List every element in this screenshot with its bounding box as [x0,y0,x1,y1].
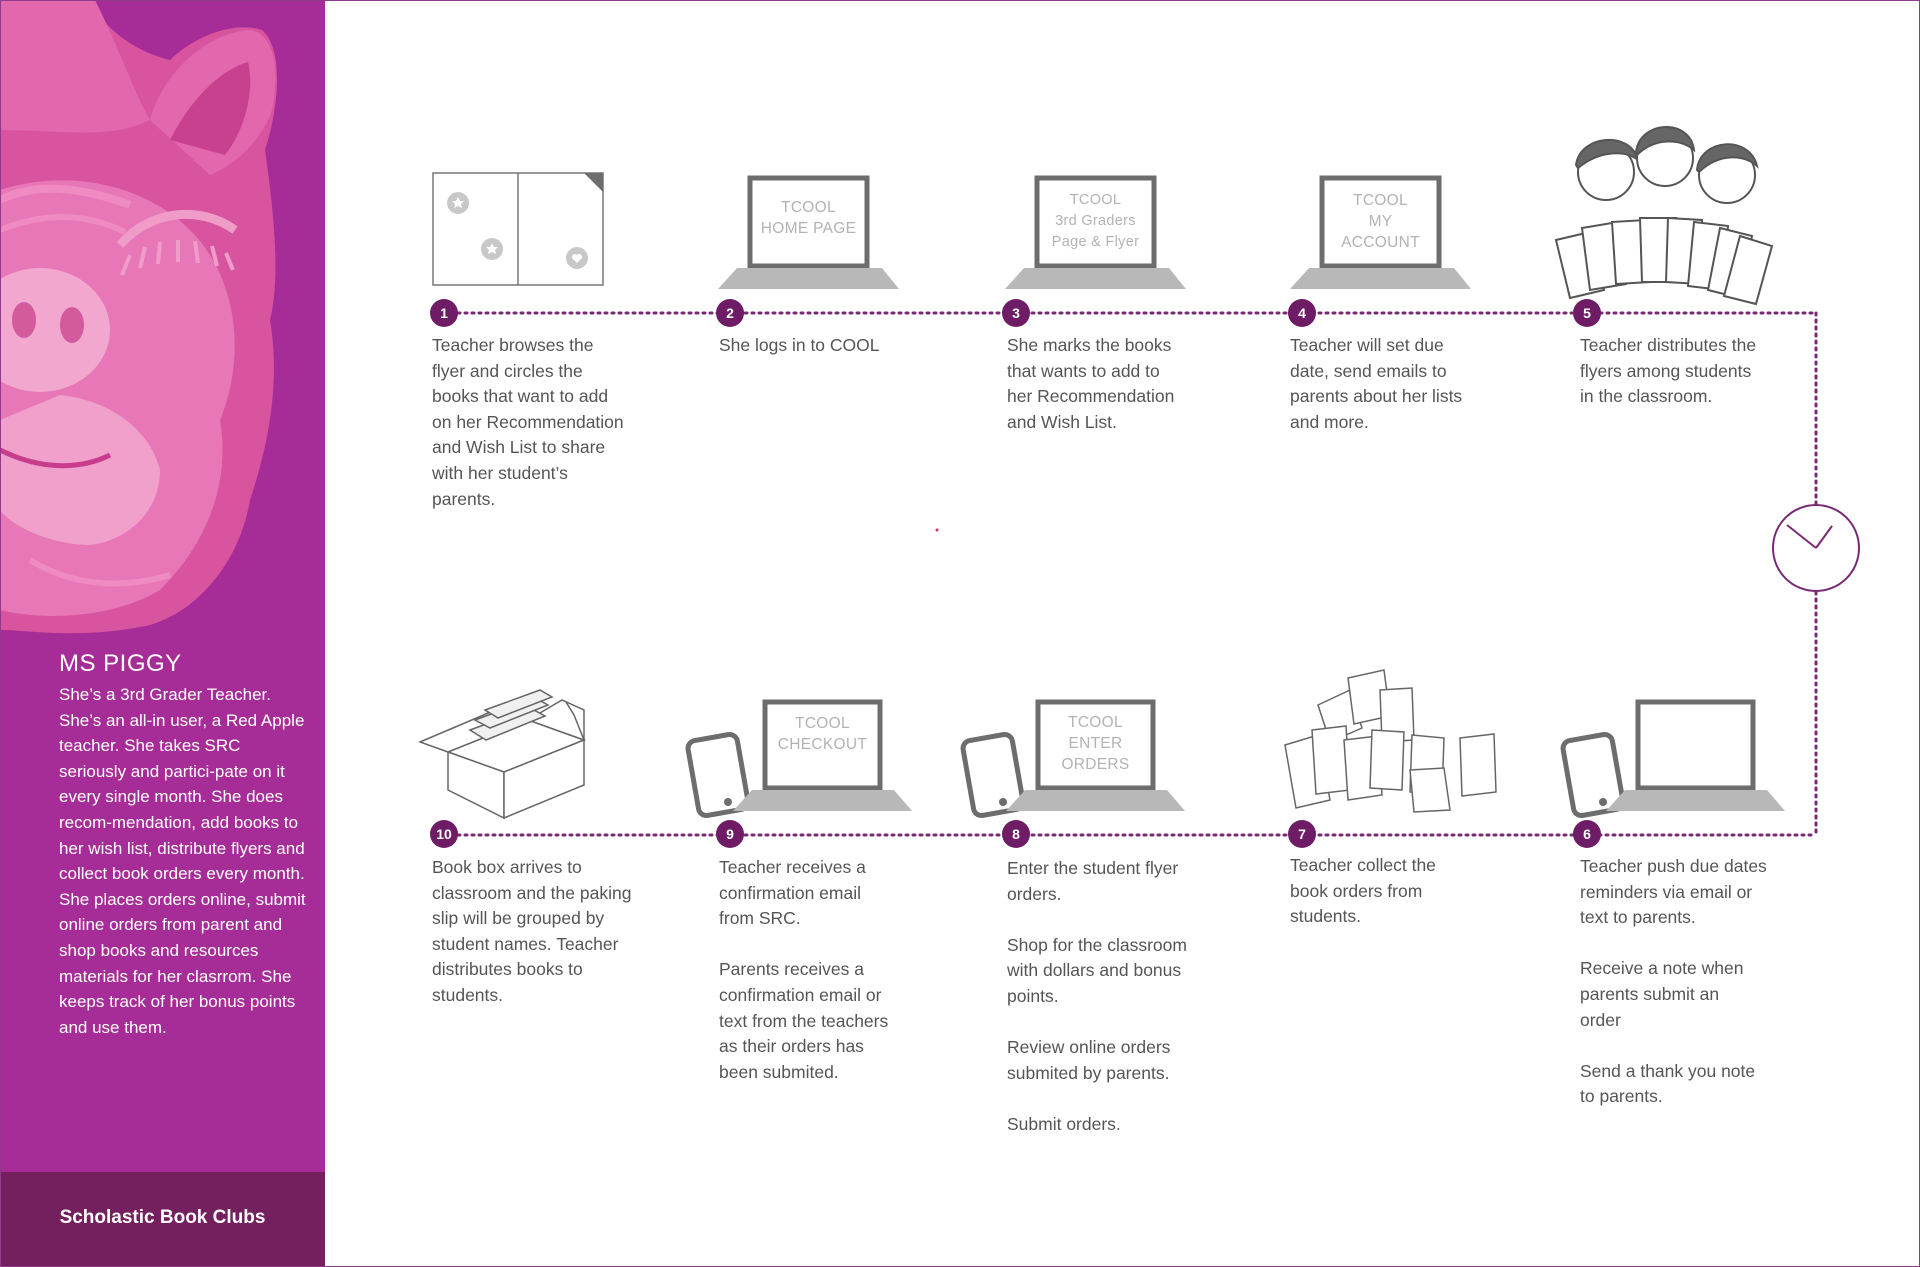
persona-sidebar: MS PIGGY She’s a 3rd Grader Teacher. She… [0,0,325,1267]
phone-icon [685,732,751,818]
stray-dot [935,528,939,532]
phone-icon [1560,732,1626,818]
step-number-9: 9 [716,820,744,848]
persona-card: MS PIGGY She’s a 3rd Grader Teacher. She… [59,650,309,1040]
laptop-icon [733,699,912,811]
brand-name: Scholastic Book Clubs [59,1207,266,1228]
step-number-3: 3 [1002,299,1030,327]
step-number-7: 7 [1288,820,1316,848]
step-6-text: Teacher push due dates reminders via ema… [1580,856,1767,1107]
step-number-1: 1 [430,299,458,327]
screen-label-checkout: TCOOL CHECKOUT [777,715,868,753]
screen-label-graders-page: TCOOL 3rd Graders Page & Flyer [1051,192,1140,250]
step-number-2: 2 [716,299,744,327]
step-2-text: She logs in to COOL [719,335,880,355]
clock-icon [1772,504,1860,592]
brand-footer [0,1172,325,1267]
laptop-icon [1006,699,1185,811]
screen-label-my-account: TCOOL MY ACCOUNT [1341,192,1420,251]
book-box-icon [417,689,587,820]
persona-description: She’s a 3rd Grader Teacher. She’s an all… [59,685,306,1037]
ms-piggy-illustration [0,0,278,634]
timeline-path [456,311,1818,837]
step-8-text: Enter the student flyer orders. Shop for… [1007,858,1187,1134]
step-number-4: 4 [1288,299,1316,327]
step-9-text: Teacher receives a confirmation email fr… [719,857,889,1082]
step-4-text: Teacher will set due date, send emails t… [1290,335,1463,432]
laptop-icon [1290,175,1471,289]
flyer-icon [432,172,604,286]
persona-name: MS PIGGY [59,650,182,677]
step-3-text: She marks the books that wants to add to… [1007,335,1175,432]
step-7-text: Teacher collect the book orders from stu… [1290,855,1436,927]
laptop-icon [1005,175,1186,289]
students-icon [1554,126,1774,306]
phone-icon [960,732,1026,818]
step-5-text: Teacher distributes the flyers among stu… [1580,335,1757,407]
screen-label-enter-orders: TCOOL ENTER ORDERS [1061,714,1130,773]
step-10-text: Book box arrives to classroom and the pa… [432,857,632,1005]
step-number-10: 10 [430,820,458,848]
step-number-5: 5 [1573,299,1601,327]
laptop-icon [718,175,899,289]
order-papers-icon [1284,669,1497,813]
step-1-text: Teacher browses the flyer and circles th… [432,335,624,509]
step-number-6: 6 [1573,820,1601,848]
screen-label-home-page: TCOOL HOME PAGE [760,199,857,237]
step-number-8: 8 [1002,820,1030,848]
laptop-icon [1606,699,1785,811]
